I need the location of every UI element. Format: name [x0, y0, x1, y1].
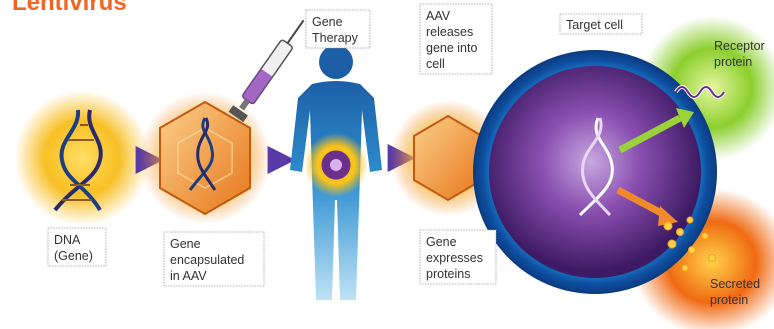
label-encaps-line-1: Gene — [170, 237, 201, 251]
label-target-cell-text: Target cell — [566, 18, 623, 32]
label-therapy-line-1: Gene — [312, 15, 343, 29]
label-secreted-line-1: Secreted — [710, 277, 760, 291]
label-express-line-3: proteins — [426, 267, 470, 281]
label-dna-line-1: DNA — [54, 233, 81, 247]
label-gene-therapy: Gene Therapy — [306, 10, 370, 48]
label-express-line-1: Gene — [426, 235, 457, 249]
heading: Lentivirus — [12, 0, 127, 16]
label-release-line-2: releases — [426, 25, 473, 39]
label-release-line-3: gene into — [426, 41, 477, 55]
label-encaps-line-2: encapsulated — [170, 253, 244, 267]
label-encaps-line-3: in AAV — [170, 269, 207, 283]
label-therapy-line-2: Therapy — [312, 31, 359, 45]
label-aav-releases: AAV releases gene into cell — [420, 4, 492, 74]
label-release-line-1: AAV — [426, 9, 451, 23]
label-gene-expresses: Gene expresses proteins — [420, 230, 496, 284]
label-dna: DNA (Gene) — [48, 228, 106, 266]
label-dna-line-2: (Gene) — [54, 249, 93, 263]
label-target-cell: Target cell — [560, 14, 642, 34]
label-receptor-line-1: Receptor — [714, 39, 765, 53]
aav-capsid-stage — [139, 92, 271, 224]
label-secreted-line-2: protein — [710, 293, 748, 307]
label-gene-encapsulated: Gene encapsulated in AAV — [164, 232, 264, 286]
label-receptor-line-2: protein — [714, 55, 752, 69]
human-body-icon — [290, 45, 382, 300]
label-release-line-4: cell — [426, 57, 445, 71]
label-express-line-2: expresses — [426, 251, 483, 265]
head — [319, 45, 353, 79]
